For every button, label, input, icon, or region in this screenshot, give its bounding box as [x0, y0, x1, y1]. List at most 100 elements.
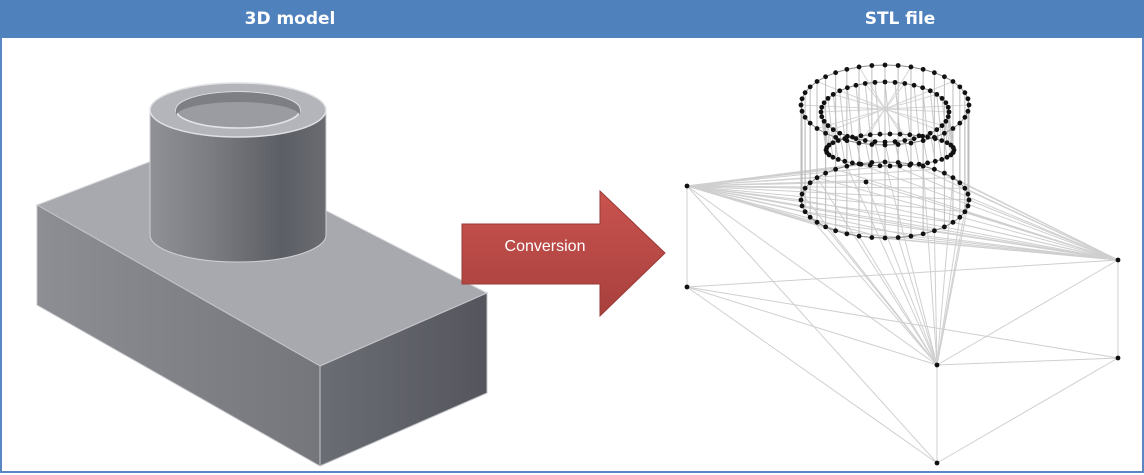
cylinder-vertex	[819, 104, 825, 110]
cylinder-vertex	[943, 118, 949, 124]
cap-edge	[858, 83, 906, 144]
cylinder-vertex	[950, 219, 956, 225]
cylinder-vertex	[927, 88, 933, 94]
conversion-arrow	[461, 189, 666, 318]
block-edge	[686, 286, 938, 366]
cylinder-vertex	[966, 102, 972, 108]
cylinder-vertex	[920, 231, 926, 237]
cylinder-vertex	[825, 95, 831, 101]
cylinder-vertex	[802, 185, 808, 191]
cylinder-vertex	[957, 84, 963, 90]
cylinder-vertex	[941, 130, 947, 136]
fan-edge	[686, 185, 935, 232]
cylinder-vertex	[911, 136, 917, 142]
cylinder-vertex	[814, 126, 820, 131]
cylinder-vertex	[802, 209, 808, 215]
bore-inner-shadow	[176, 92, 300, 116]
cylinder-vertex	[920, 163, 926, 169]
cylinder-vertex	[897, 163, 903, 169]
cylinder-vertex	[944, 154, 950, 160]
cylinder-vertex	[950, 126, 956, 131]
cylinder-vertex	[927, 130, 933, 136]
cylinder-vertex	[911, 82, 917, 88]
fan-edge	[686, 185, 836, 232]
fan-edge	[897, 237, 938, 366]
fan-edge	[936, 193, 969, 366]
block-vertex	[934, 362, 940, 368]
fan-edge	[858, 235, 938, 366]
cylinder-vertex	[807, 120, 813, 126]
cylinder-vertex	[962, 185, 968, 191]
cylinder-vertex	[946, 109, 952, 115]
bore-wall-edge	[855, 85, 862, 136]
block-vertex	[1115, 355, 1121, 361]
cylinder-vertex	[802, 114, 808, 120]
cylinder-vertex	[844, 163, 850, 169]
cylinder-vertex	[856, 64, 862, 70]
cylinder-vertex	[950, 79, 956, 84]
cylinder-vertex	[830, 127, 836, 133]
cylinder-vertex	[844, 66, 850, 72]
fan-edge	[805, 211, 1119, 261]
cylinder-vertex	[869, 63, 875, 68]
fan-edge	[686, 168, 935, 187]
cylinder-vertex	[965, 108, 971, 114]
cylinder-vertex	[823, 130, 829, 136]
fan-edge	[686, 185, 886, 239]
cylinder-vertex	[799, 108, 805, 114]
cylinder-vertex	[950, 145, 956, 150]
cylinder-vertex	[837, 88, 843, 94]
bore-wall-edge	[936, 94, 943, 141]
cylinder-vertex	[807, 180, 813, 186]
cylinder-vertex	[941, 224, 947, 230]
cylinder-vertex	[902, 81, 908, 86]
bore-wall-edge	[864, 140, 871, 166]
cylinder-vertex	[965, 96, 971, 102]
cylinder-vertex	[853, 82, 859, 88]
cylinder-vertex	[869, 235, 875, 240]
fan-edge	[835, 168, 1119, 261]
cylinder-vertex	[872, 139, 878, 145]
bore-wall-edge	[913, 85, 920, 136]
cylinder-vertex	[856, 233, 862, 239]
cylinder-vertex	[916, 133, 922, 139]
bore-wall-edge	[922, 87, 929, 138]
fan-edge	[936, 177, 954, 366]
cylinder-vertex	[802, 90, 808, 96]
header-bar	[0, 0, 1144, 38]
bore-wall-edge	[839, 90, 846, 139]
cylinder-vertex	[867, 162, 873, 168]
header-3d-model-title: 3D model	[244, 9, 336, 29]
cylinder-vertex	[835, 138, 841, 143]
cylinder-vertex	[965, 191, 971, 197]
cylinder-vertex	[882, 62, 888, 68]
cylinder-vertex	[814, 175, 820, 181]
bore-wall-edge	[936, 129, 943, 160]
bore-wall-edge	[846, 87, 853, 138]
cylinder-vertex	[966, 197, 972, 203]
cap-edge	[816, 93, 937, 129]
cylinder-vertex	[798, 197, 804, 203]
cylinder-vertex	[908, 64, 914, 70]
cylinder-vertex	[908, 140, 914, 146]
cylinder-vertex	[882, 139, 888, 145]
fan-edge	[686, 163, 912, 187]
bore-wall-edge	[864, 83, 871, 135]
cap-edge	[833, 81, 954, 131]
cylinder-vertex	[877, 131, 883, 137]
block-vertex	[684, 183, 690, 189]
fan-edge	[804, 211, 938, 366]
cylinder-vertex	[902, 138, 908, 143]
cylinder-vertex	[842, 136, 848, 142]
cylinder-vertex	[925, 160, 931, 166]
fan-edge	[835, 230, 1119, 261]
cylinder-vertex	[943, 100, 949, 106]
block-edge	[936, 357, 1119, 464]
cylinder-vertex	[877, 163, 883, 169]
cylinder-vertex	[965, 203, 971, 209]
cylinder-vertex	[830, 154, 836, 160]
cylinder-vertex	[962, 90, 968, 96]
cylinder-vertex	[858, 133, 864, 139]
block-edge	[686, 259, 1119, 288]
cylinder-vertex	[799, 96, 805, 102]
